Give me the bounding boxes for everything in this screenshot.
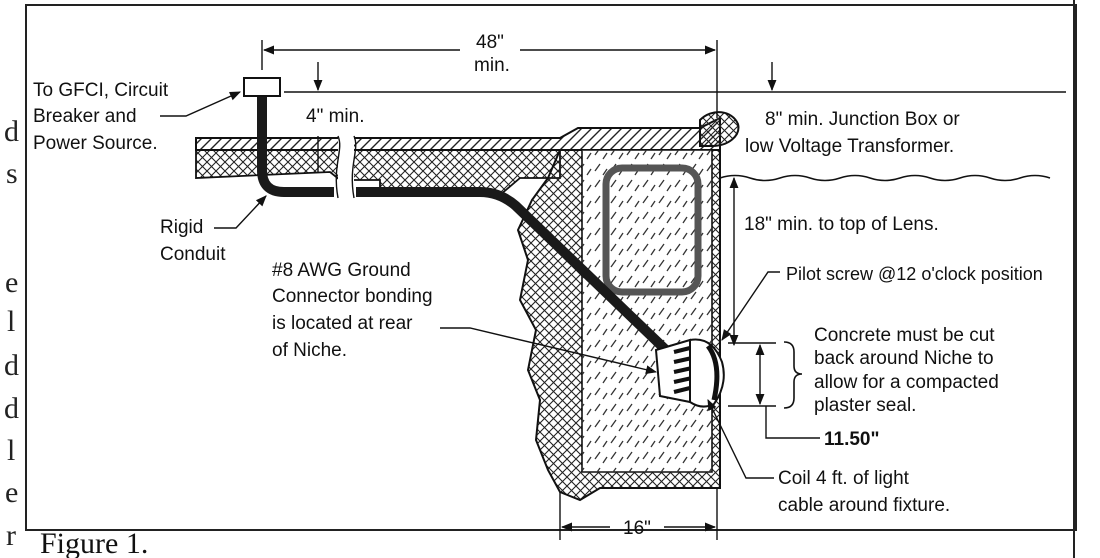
edge-glyph: d [4,349,19,382]
conduit-callout: Rigid Conduit [160,195,267,265]
junction-label-line1: 8" min. Junction Box or [765,109,960,130]
coil-label-line1: Coil 4 ft. of light [778,468,910,489]
water-surface [719,174,1051,182]
ground-label-line3: is located at rear [272,313,413,334]
dimension-18: 18" min. to top of Lens. [729,176,939,347]
junction-label-line2: low Voltage Transformer. [745,136,954,157]
dimension-1150-label: 11.50" [824,429,880,450]
edge-glyph: l [7,305,15,338]
gfci-callout: To GFCI, Circuit Breaker and Power Sourc… [33,80,242,154]
dimension-48-label-min: min. [474,55,510,76]
edge-glyph: s [6,157,18,190]
edge-glyph: e [5,266,18,299]
dimension-4-label: 4" min. [306,106,364,127]
dimension-48-label: 48" [476,32,504,53]
dimension-18-label: 18" min. to top of Lens. [744,214,939,235]
dimension-4-and-8: 4" min. [284,62,1066,172]
coil-callout: Coil 4 ft. of light cable around fixture… [707,398,950,516]
edge-glyph: e [5,476,18,509]
rigid-conduit [243,77,672,356]
dimension-16: 16" [559,488,718,540]
figure-border [25,4,1077,531]
ground-callout: #8 AWG Ground Connector bonding is locat… [272,260,658,375]
ground-label-line4: of Niche. [272,340,347,361]
concrete-label-line1: Concrete must be cut [814,325,995,346]
concrete-label-line3: allow for a compacted [814,372,999,393]
edge-glyph: d [4,115,19,148]
edge-glyph: d [4,392,19,425]
pool-wall [516,149,721,502]
ground-label-line2: Connector bonding [272,286,433,307]
light-fixture [654,338,725,408]
gfci-label-line3: Power Source. [33,133,158,154]
concrete-label-line4: plaster seal. [814,395,916,416]
pilot-screw-callout: Pilot screw @12 o'clock position [721,264,1043,341]
conduit-label-line1: Rigid [160,217,203,238]
ground-label-line1: #8 AWG Ground [272,260,411,281]
conduit-label-line2: Conduit [160,244,226,265]
junction-callout: 8" min. Junction Box or low Voltage Tran… [745,109,960,157]
dimension-48: 48" min. [261,32,718,118]
junction-box [602,164,702,296]
concrete-label-line2: back around Niche to [814,348,994,369]
coil-label-line2: cable around fixture. [778,495,950,516]
gfci-label-line1: To GFCI, Circuit [33,80,169,101]
left-edge-text: d s e l d d l e r [4,115,19,552]
edge-glyph: r [6,519,16,552]
edge-glyph: l [7,434,15,467]
figure-caption: Figure 1. [40,527,148,558]
concrete-callout: Concrete must be cut back around Niche t… [783,325,999,416]
gfci-box [243,77,281,97]
dimension-16-label: 16" [623,518,651,539]
pilot-screw-label: Pilot screw @12 o'clock position [786,264,1043,284]
pool-deck [195,111,740,200]
gfci-label-line2: Breaker and [33,106,137,127]
dimension-1150: 11.50" [728,342,880,450]
